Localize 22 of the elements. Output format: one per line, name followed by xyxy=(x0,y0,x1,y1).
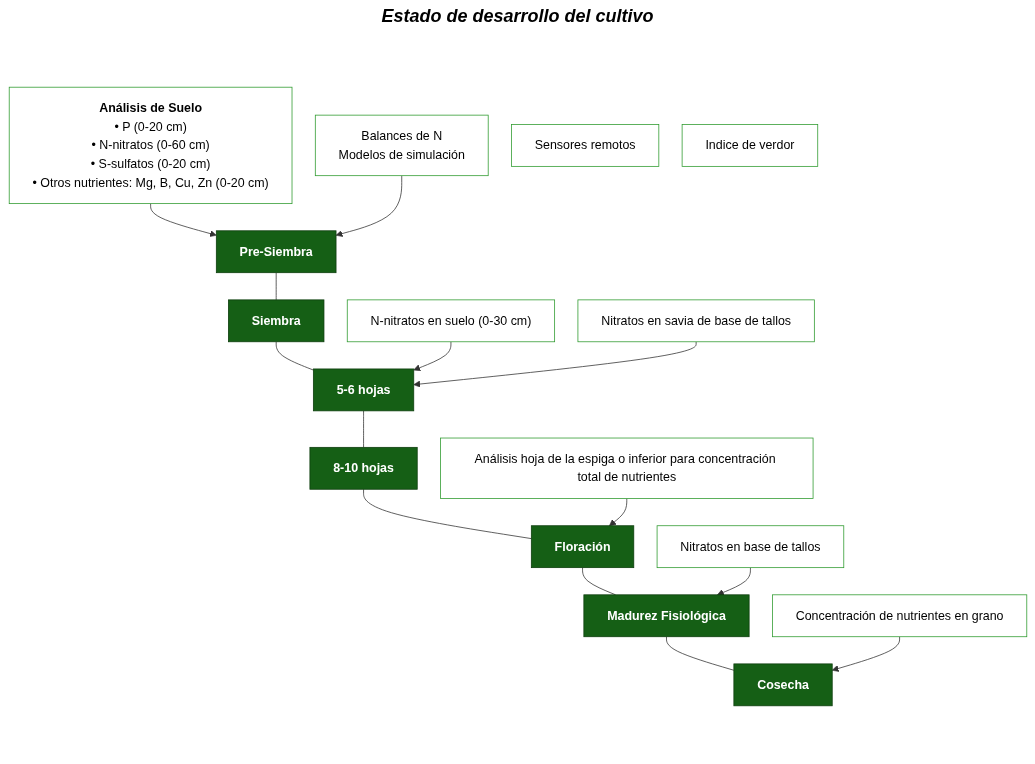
connector xyxy=(275,341,314,371)
node-box: Análisis hoja de la espiga o inferior para concentración total de nutrientes xyxy=(439,437,813,499)
node-box: Concentración de nutrientes en grano xyxy=(771,594,1027,638)
node-box: Indice de verdor xyxy=(681,124,818,167)
connector xyxy=(275,272,277,301)
node-box: Análisis de Suelo • P (0-20 cm) • N-nitratos (0-60 cm) • S-sulfatos (0-20 cm) • Otros nutrientes: Mg, B, Cu, Zn (0-20 cm) xyxy=(8,86,292,204)
node-box: 5-6 hojas xyxy=(312,368,414,412)
column-heading: Estado de desarrollo del cultivo xyxy=(381,6,654,27)
node-box: Siembra xyxy=(227,299,324,343)
node-box: Cosecha xyxy=(733,663,833,707)
node-box: Nitratos en savia de base de tallos xyxy=(577,299,815,343)
node-box: Pre-Siembra xyxy=(215,230,336,274)
node-box: N-nitratos en suelo (0-30 cm) xyxy=(346,299,555,343)
node-box: 8-10 hojas xyxy=(309,446,418,490)
connector xyxy=(665,636,734,671)
node-box: Floración xyxy=(530,525,634,569)
node-box: Madurez Fisiológica xyxy=(582,594,749,638)
connector xyxy=(362,410,364,448)
node-box: Sensores remotos xyxy=(510,124,659,167)
node-box: Balances de N Modelos de simulación xyxy=(314,114,489,177)
node-box: Nitratos en base de tallos xyxy=(656,525,844,569)
connector xyxy=(362,488,532,539)
